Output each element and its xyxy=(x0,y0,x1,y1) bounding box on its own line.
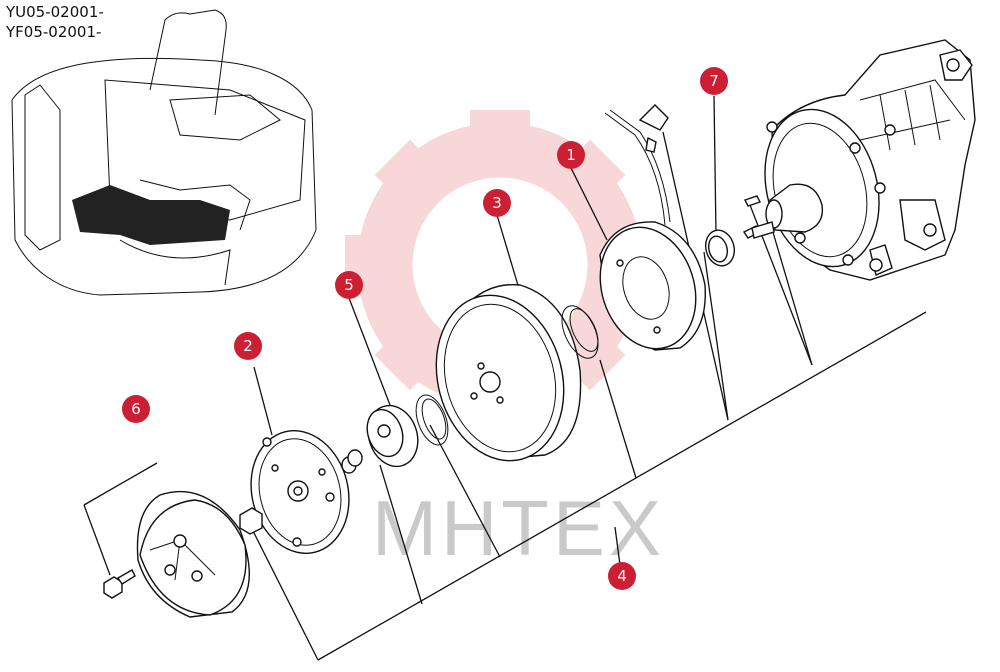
callout-4: 4 xyxy=(608,562,636,590)
shaft-seal-part xyxy=(704,229,736,267)
svg-text:3: 3 xyxy=(492,194,502,212)
svg-text:5: 5 xyxy=(344,276,354,294)
callout-3: 3 xyxy=(483,189,511,217)
snap-ring-large-part xyxy=(561,305,599,359)
pulley-part xyxy=(435,283,582,462)
serial-line-1: YU05-02001- xyxy=(6,3,104,21)
excavator-location-inset xyxy=(11,9,317,296)
serial-line-2: YF05-02001- xyxy=(6,23,102,41)
spacer-nut-part xyxy=(239,449,363,535)
callout-2: 2 xyxy=(234,332,262,360)
serial-range: YU05-02001- YF05-02001- xyxy=(6,2,104,42)
svg-text:2: 2 xyxy=(243,337,253,355)
field-coil-part xyxy=(599,104,706,351)
callout-5: 5 xyxy=(335,271,363,299)
callout-7: 7 xyxy=(700,67,728,95)
watermark-text: MHTEX xyxy=(372,484,665,572)
callout-6: 6 xyxy=(122,395,150,423)
armature-plate-part xyxy=(250,430,350,554)
svg-text:1: 1 xyxy=(566,146,576,164)
svg-text:6: 6 xyxy=(131,400,141,418)
svg-text:7: 7 xyxy=(709,72,719,90)
svg-text:4: 4 xyxy=(617,567,627,585)
snap-ring-small-part xyxy=(415,394,449,446)
leader-lines xyxy=(83,95,927,661)
compressor-body-part xyxy=(751,39,976,281)
callout-1: 1 xyxy=(557,141,585,169)
bolt-part xyxy=(103,569,136,599)
front-cover-part xyxy=(136,490,250,618)
shim-ring-part xyxy=(366,404,419,468)
